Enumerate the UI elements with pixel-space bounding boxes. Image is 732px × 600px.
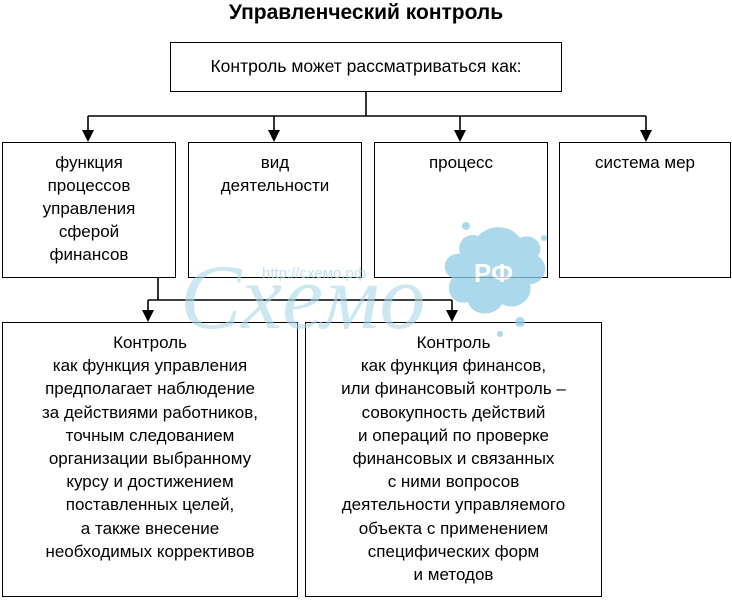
root-text: Контроль может рассматриваться как: (210, 56, 522, 76)
aspect-line: финансов (49, 245, 129, 264)
aspect-box-measures: система мер (559, 142, 731, 278)
aspect-line: процессов (47, 176, 131, 195)
definition-line: как функция управления (52, 356, 248, 376)
aspect-line: деятельности (220, 176, 330, 195)
aspect-box-activity: вид деятельности (188, 142, 362, 278)
definition-line: Контроль (416, 333, 491, 352)
watermark-url: http://схемо.рф (262, 265, 366, 282)
definition-line: как функция финансов, (360, 356, 547, 376)
aspect-line: система мер (594, 153, 695, 172)
watermark-text: Схемо (180, 246, 425, 348)
definition-line: и методов (413, 565, 494, 585)
aspect-line: функция (55, 153, 123, 172)
definition-line: и операций по проверке (357, 425, 550, 445)
definition-line: точным следованием (65, 425, 235, 445)
splash-icon (444, 222, 547, 337)
aspect-box-function: функция процессов управления сферой фина… (2, 142, 176, 278)
definition-line: финансовых и связанных (352, 449, 555, 469)
aspect-line: управления (42, 199, 136, 218)
definition-line: деятельности управляемого (341, 495, 566, 515)
definition-line: поставленных целей, (65, 495, 235, 515)
definition-line: специфических форм (367, 541, 540, 561)
aspect-line: сферой (58, 222, 120, 241)
definition-line: курсу и достижением (66, 472, 234, 492)
definition-line: предполагает наблюдение (45, 379, 255, 399)
aspect-line: процесс (428, 153, 494, 172)
definition-line: совокупность действий (361, 402, 546, 422)
watermark-badge: РФ (474, 258, 513, 288)
root-box: Контроль может рассматриваться как: (170, 42, 562, 92)
definition-line: Контроль (113, 333, 187, 352)
definition-line: с ними вопросов (387, 472, 520, 492)
definition-line: а также внесение (80, 518, 220, 538)
definition-box-finance: Контроль как функция финансов, или финан… (305, 322, 602, 597)
aspect-line: вид (260, 153, 290, 172)
definition-box-management: Контроль как функция управления предпола… (2, 322, 298, 597)
diagram-title: Управленческий контроль (228, 1, 504, 24)
definition-line: организации выбранному (48, 449, 252, 469)
definition-line: за действиями работников, (41, 402, 258, 422)
definition-line: необходимых коррективов (45, 541, 255, 561)
definition-line: объекта с применением (358, 518, 549, 538)
definition-line: или финансовый контроль – (341, 379, 566, 399)
